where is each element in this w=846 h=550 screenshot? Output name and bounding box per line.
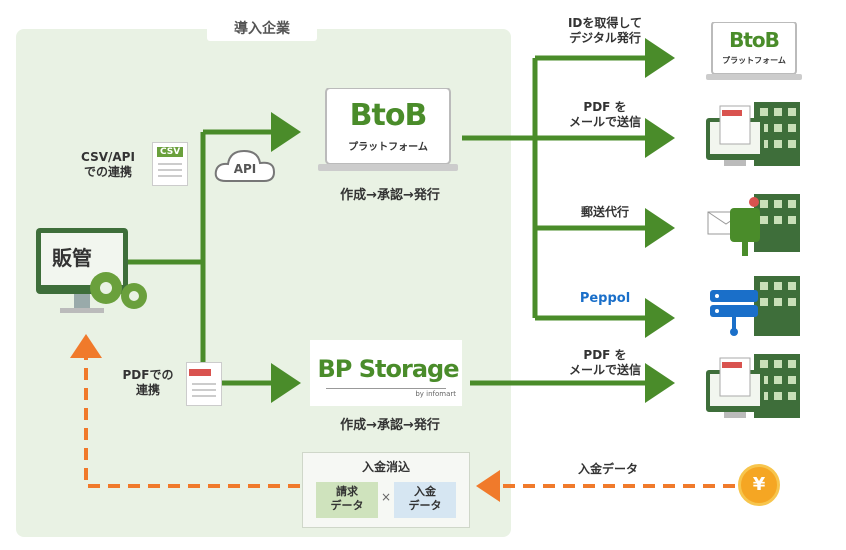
right-btob-logo: BtoB xyxy=(729,28,780,52)
bpstorage-logo-by: by infomart xyxy=(415,390,456,398)
btob-logo-sub: プラットフォーム xyxy=(348,142,428,153)
btob-caption: 作成→承認→発行 xyxy=(340,188,440,203)
right-btob-laptop xyxy=(706,21,802,82)
pdf-link-label: PDFでの 連携 xyxy=(122,368,174,397)
api-cloud-icon xyxy=(212,145,278,185)
server-building-icon xyxy=(706,272,806,344)
bpstorage-logo-divider xyxy=(326,388,446,389)
sales-system-label: 販管 xyxy=(52,246,92,270)
arrow-reconcile-back xyxy=(70,334,300,488)
coin-symbol: ¥ xyxy=(752,474,766,495)
bpstorage-logo-card xyxy=(310,340,462,406)
output-label-postal: 郵送代行 xyxy=(580,205,629,219)
company-region-title: 導入企業 xyxy=(207,17,317,41)
invoice-data-chip: 請求 データ xyxy=(316,482,378,518)
yen-coin-icon: ¥ xyxy=(738,464,780,506)
output-label-pdf-mail: PDF を メールで送信 xyxy=(568,100,641,129)
right-btob-logo-sub: プラットフォーム xyxy=(722,56,786,65)
mailbox-building-icon xyxy=(706,188,806,260)
bpstorage-logo: BP Storage xyxy=(317,355,460,383)
btob-logo: BtoB xyxy=(349,98,428,133)
pdf-file-icon xyxy=(186,362,222,406)
pc-building-icon-2 xyxy=(706,352,806,424)
api-cloud-label: API xyxy=(233,162,257,176)
btob-platform-laptop xyxy=(318,87,458,174)
csv-api-label: CSV/API での連携 xyxy=(81,150,135,179)
bpstorage-caption: 作成→承認→発行 xyxy=(340,418,440,433)
reconciliation-title: 入金消込 xyxy=(361,460,410,474)
payment-label: 入金データ xyxy=(577,462,638,476)
output-label-storage-mail: PDF を メールで送信 xyxy=(568,348,641,377)
csv-file-tag: CSV xyxy=(157,147,184,157)
output-label-peppol: Peppol xyxy=(579,291,631,306)
payment-data-chip: 入金 データ xyxy=(394,482,456,518)
csv-file-icon: CSV xyxy=(152,142,188,186)
output-label-digital: IDを取得して デジタル発行 xyxy=(567,16,643,45)
sales-system-pc xyxy=(36,228,147,320)
times-sign: × xyxy=(380,490,392,504)
pc-building-icon xyxy=(706,100,806,172)
